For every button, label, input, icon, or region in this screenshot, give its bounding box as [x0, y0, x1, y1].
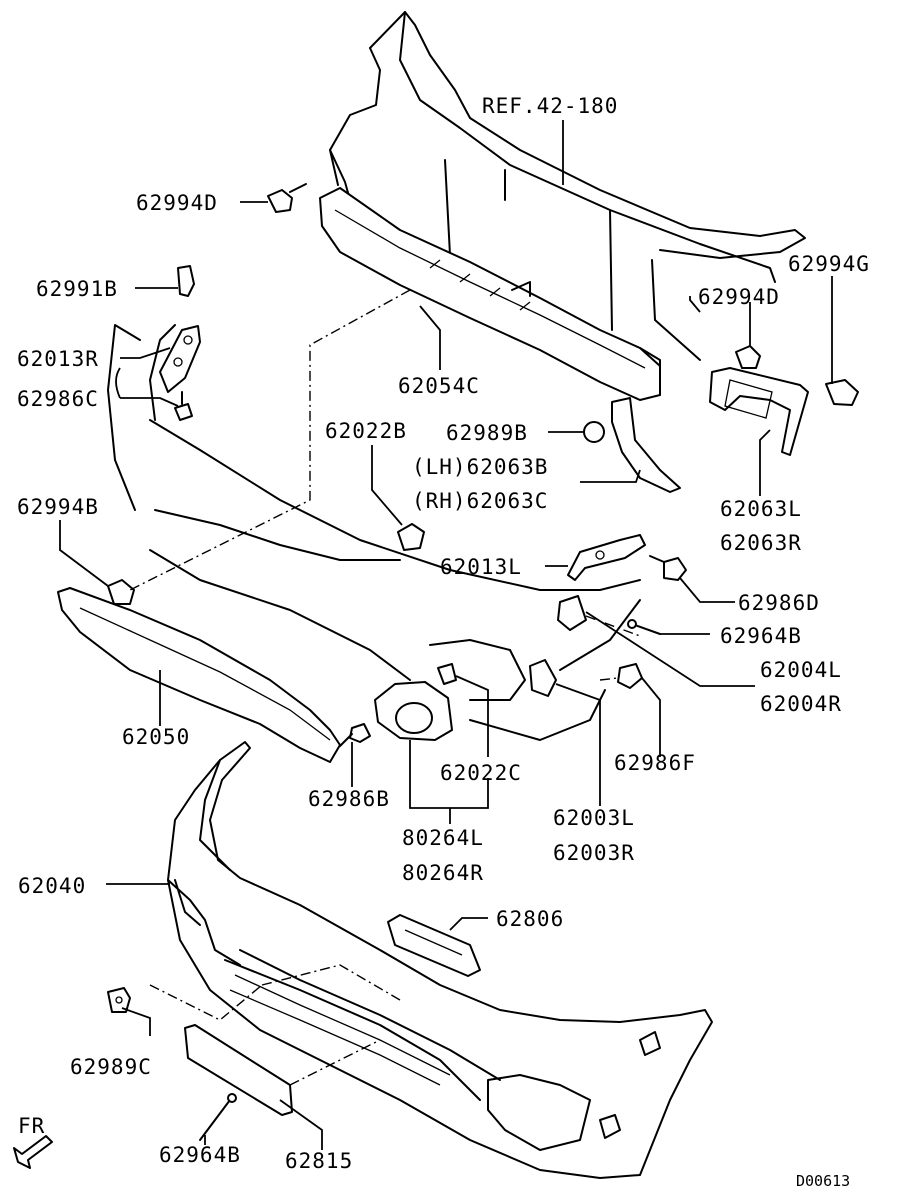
label-62022B: 62022B — [325, 419, 407, 443]
label-62050: 62050 — [122, 725, 190, 749]
label-62994D-right: 62994D — [698, 285, 780, 309]
bracket-62013R — [159, 325, 201, 393]
label-62013R: 62013R — [17, 347, 99, 371]
label-62022C: 62022C — [440, 761, 522, 785]
label-fr: FR — [18, 1114, 45, 1138]
label-62991B: 62991B — [36, 277, 118, 301]
clip-62989C — [107, 987, 131, 1013]
label-62063B: (LH)62063B — [412, 455, 548, 479]
label-62986B: 62986B — [308, 787, 390, 811]
bracket-62806 — [387, 914, 481, 977]
label-62054C: 62054C — [398, 374, 480, 398]
label-62063R: 62063R — [720, 531, 802, 555]
label-62063C: (RH)62063C — [412, 489, 548, 513]
label-62986F: 62986F — [614, 751, 696, 775]
part-labels: REF.42-180 62994D 62994G 62994D 62991B 6… — [17, 94, 870, 1187]
radiator-support — [329, 11, 806, 361]
label-62994D-top: 62994D — [136, 191, 218, 215]
label-62815: 62815 — [285, 1149, 353, 1173]
label-62989C: 62989C — [70, 1055, 152, 1079]
label-62986D: 62986D — [738, 591, 820, 615]
label-diagram-code: D00613 — [796, 1172, 850, 1187]
alignment-lines — [129, 289, 641, 1086]
label-62040: 62040 — [18, 874, 86, 898]
bracket-62013L — [567, 534, 646, 581]
label-62063L: 62063L — [720, 497, 802, 521]
label-62964B-bottom: 62964B — [159, 1143, 241, 1167]
label-62994B: 62994B — [17, 495, 99, 519]
fasteners — [107, 183, 859, 1141]
bumper-reinforcement — [319, 187, 661, 401]
label-62989B: 62989B — [446, 421, 528, 445]
label-80264L: 80264L — [402, 826, 484, 850]
leader-lines — [59, 120, 833, 1150]
label-62004R: 62004R — [760, 692, 842, 716]
label-80264R: 80264R — [402, 861, 484, 885]
label-62806: 62806 — [496, 907, 564, 931]
label-62003L: 62003L — [553, 806, 635, 830]
label-62964B-right: 62964B — [720, 624, 802, 648]
label-62003R: 62003R — [553, 841, 635, 865]
grille-panel — [107, 324, 641, 741]
bumper-cover-62040 — [167, 741, 713, 1179]
label-62013L: 62013L — [440, 555, 522, 579]
front-direction-arrow — [13, 1135, 53, 1169]
absorber-62050 — [57, 587, 341, 763]
plate-bracket-62815 — [184, 1024, 293, 1116]
label-ref: REF.42-180 — [482, 94, 618, 118]
side-bracket — [709, 367, 809, 456]
label-62004L: 62004L — [760, 658, 842, 682]
bracket-62063BC — [611, 397, 681, 493]
fog-lamp-bezel — [374, 681, 453, 741]
label-62986C: 62986C — [17, 387, 99, 411]
label-62994G: 62994G — [788, 252, 870, 276]
